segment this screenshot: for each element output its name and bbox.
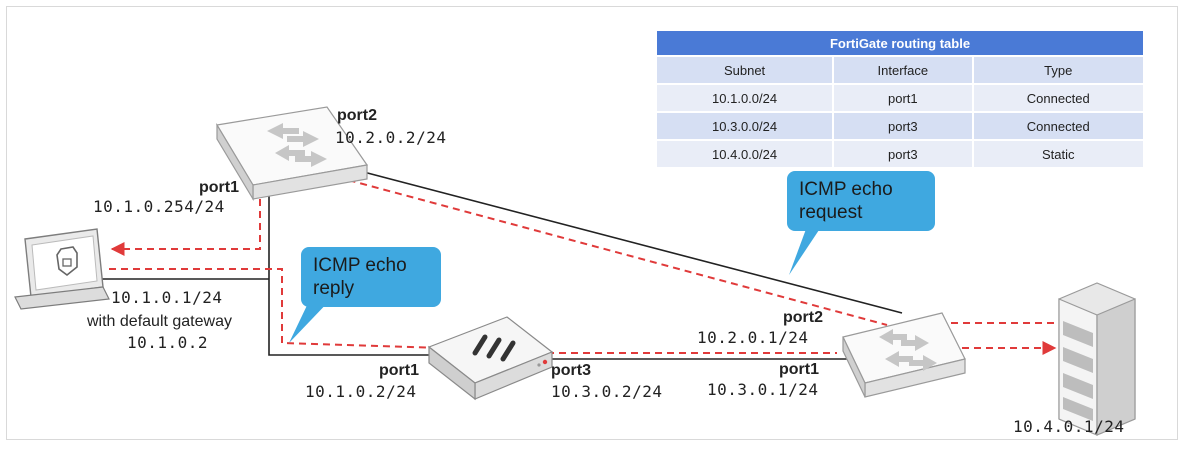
cell-type: Connected bbox=[973, 85, 1143, 111]
fortigate-port3-ip: 10.3.0.2/24 bbox=[551, 382, 663, 401]
cell-interface: port3 bbox=[834, 113, 972, 139]
callout-echo-reply: ICMP echo reply bbox=[301, 247, 441, 307]
laptop-gateway-ip: 10.1.0.2 bbox=[127, 333, 209, 352]
fortigate-port3-label: port3 bbox=[551, 362, 591, 379]
router-right-icon bbox=[842, 312, 966, 398]
server-ip: 10.4.0.1/24 bbox=[1013, 417, 1125, 436]
fortigate-icon bbox=[427, 316, 554, 401]
cell-subnet: 10.4.0.0/24 bbox=[657, 141, 833, 167]
col-header-interface: Interface bbox=[834, 57, 972, 83]
cell-interface: port3 bbox=[834, 141, 972, 167]
network-diagram: FortiGate routing table Subnet Interface… bbox=[6, 6, 1178, 440]
router-top-port2-label: port2 bbox=[337, 107, 377, 124]
reply-to-laptop-arrow bbox=[110, 187, 261, 256]
router-top-icon bbox=[216, 106, 369, 202]
callout-reply-pointer bbox=[289, 297, 333, 343]
router-top-port1-label: port1 bbox=[199, 179, 239, 196]
fortigate-port1-label: port1 bbox=[379, 362, 419, 379]
cell-subnet: 10.3.0.0/24 bbox=[657, 113, 833, 139]
router-right-port2-label: port2 bbox=[783, 309, 823, 326]
network-wires bbox=[14, 106, 1136, 436]
routing-table: FortiGate routing table Subnet Interface… bbox=[655, 29, 1145, 169]
table-row: 10.1.0.0/24 port1 Connected bbox=[657, 85, 1143, 111]
router-right-port1-label: port1 bbox=[779, 361, 819, 378]
router-top-port1-ip: 10.1.0.254/24 bbox=[93, 197, 225, 216]
col-header-type: Type bbox=[973, 57, 1143, 83]
cell-type: Connected bbox=[973, 113, 1143, 139]
laptop-icon bbox=[14, 228, 110, 310]
table-row: 10.3.0.0/24 port3 Connected bbox=[657, 113, 1143, 139]
router-top-port2-ip: 10.2.0.2/24 bbox=[335, 128, 447, 147]
server-icon bbox=[1058, 282, 1136, 436]
callout-request-pointer bbox=[789, 221, 825, 275]
routing-table-header-row: Subnet Interface Type bbox=[657, 57, 1143, 83]
routing-table-title: FortiGate routing table bbox=[657, 31, 1143, 55]
dashed-traffic bbox=[109, 176, 1057, 355]
router-right-port2-ip: 10.2.0.1/24 bbox=[697, 328, 809, 347]
laptop-gateway-label: with default gateway bbox=[87, 313, 232, 330]
solid-links bbox=[102, 164, 903, 360]
cell-interface: port1 bbox=[834, 85, 972, 111]
col-header-subnet: Subnet bbox=[657, 57, 833, 83]
router-right-port1-ip: 10.3.0.1/24 bbox=[707, 380, 819, 399]
cell-type: Static bbox=[973, 141, 1143, 167]
cell-subnet: 10.1.0.0/24 bbox=[657, 85, 833, 111]
table-row: 10.4.0.0/24 port3 Static bbox=[657, 141, 1143, 167]
laptop-ip: 10.1.0.1/24 bbox=[111, 288, 223, 307]
fortigate-port1-ip: 10.1.0.2/24 bbox=[305, 382, 417, 401]
